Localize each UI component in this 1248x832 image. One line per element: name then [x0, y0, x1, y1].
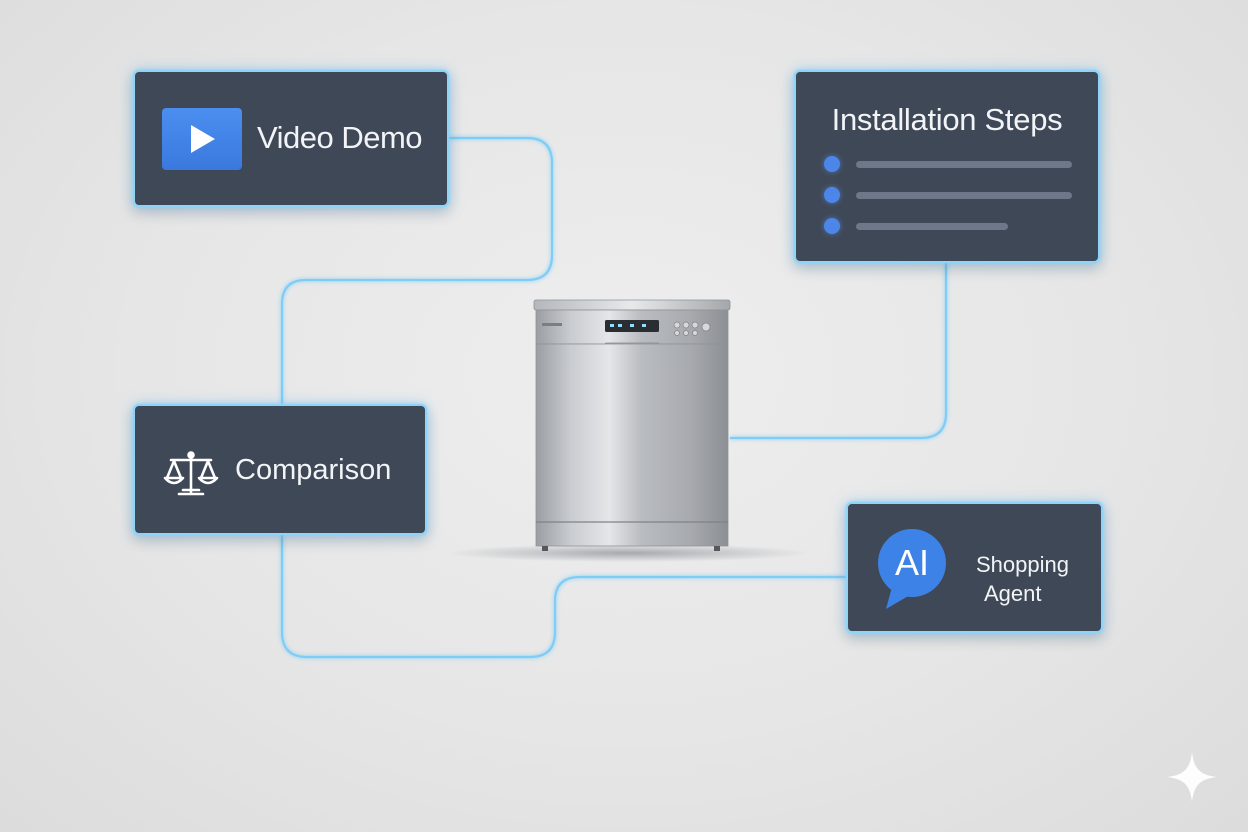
bullet-dot-icon	[824, 218, 840, 234]
sparkle-icon	[1167, 752, 1217, 802]
ai-badge: AI	[894, 542, 929, 583]
connector-install-to-dishwasher	[730, 263, 948, 440]
list-item	[824, 187, 1074, 218]
shopping-agent-label: Shopping Agent	[976, 550, 1069, 608]
bullet-dot-icon	[824, 187, 840, 203]
placeholder-line	[856, 161, 1072, 168]
placeholder-line	[856, 192, 1072, 199]
dishwasher-image	[450, 299, 810, 562]
comparison-label: Comparison	[235, 454, 392, 486]
list-item	[824, 218, 1074, 249]
comparison-card[interactable]: Comparison	[133, 404, 427, 535]
placeholder-line	[856, 223, 1008, 230]
installation-steps-card[interactable]: Installation Steps	[794, 70, 1100, 263]
installation-steps-title: Installation Steps	[831, 102, 1063, 137]
steps-list	[824, 156, 1074, 249]
connector-comparison-to-agent	[280, 535, 846, 659]
video-demo-card[interactable]: Video Demo	[133, 70, 449, 207]
balance-scale-icon	[163, 451, 219, 496]
shopping-agent-card[interactable]: AI Shopping Agent	[846, 502, 1103, 633]
shopping-agent-label-line1: Shopping	[976, 552, 1069, 577]
play-icon	[162, 108, 242, 170]
chat-bubble-icon	[878, 529, 946, 609]
connector-video-to-comparison	[280, 136, 554, 404]
list-item	[824, 156, 1074, 187]
shopping-agent-label-line2: Agent	[984, 581, 1042, 606]
video-demo-label: Video Demo	[257, 120, 423, 155]
bullet-dot-icon	[824, 156, 840, 172]
